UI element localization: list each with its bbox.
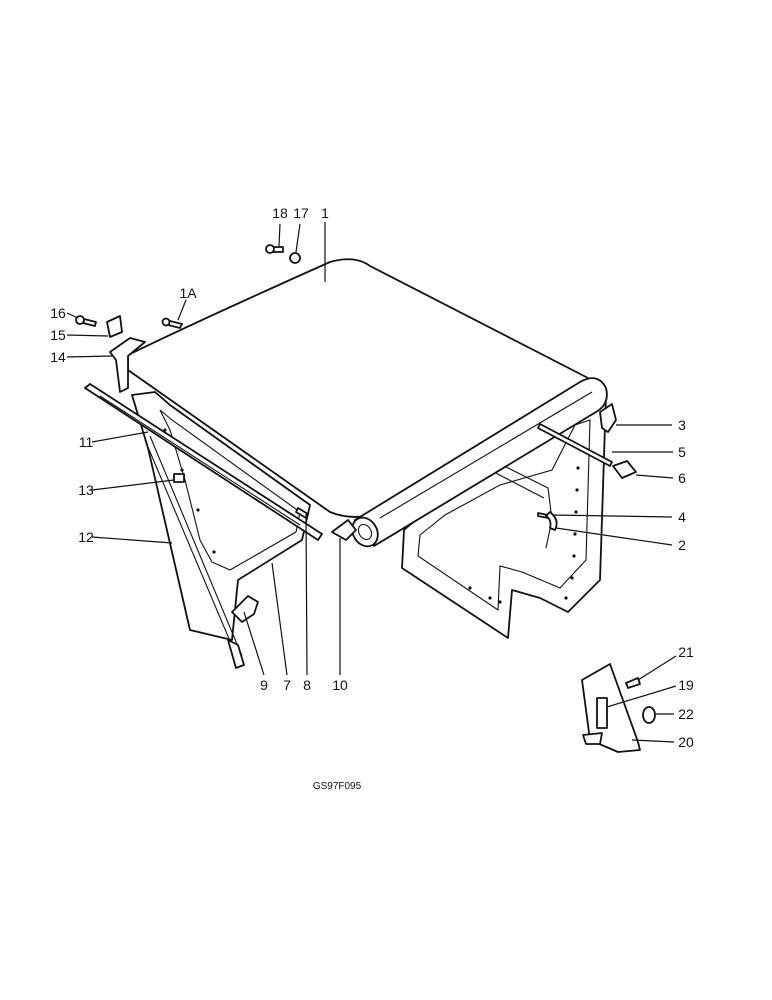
roller-tube: [351, 377, 608, 548]
callout-2: 2: [678, 537, 686, 553]
callout-22: 22: [678, 706, 694, 722]
callout-7: 7: [283, 677, 291, 693]
callout-3: 3: [678, 417, 686, 433]
callout-labels: 18 17 1 1A 16 15 14 3 5 6 11 13 4 2 12 9…: [50, 205, 694, 750]
callout-11: 11: [79, 434, 94, 450]
access-panel: [581, 663, 656, 753]
callout-9: 9: [260, 677, 268, 693]
callout-14: 14: [50, 349, 66, 365]
callout-1: 1: [321, 205, 329, 221]
callout-8: 8: [303, 677, 311, 693]
callout-16: 16: [50, 305, 66, 321]
callout-18: 18: [272, 205, 288, 221]
fixtures: [75, 244, 637, 669]
callout-12: 12: [78, 529, 94, 545]
callout-19: 19: [678, 677, 694, 693]
callout-10: 10: [332, 677, 348, 693]
left-rail: [84, 383, 323, 541]
callout-1A: 1A: [179, 285, 197, 301]
left-side-panel: [131, 391, 311, 661]
callout-15: 15: [50, 327, 66, 343]
callout-4: 4: [678, 509, 686, 525]
leader-lines: [66, 222, 677, 743]
callout-5: 5: [678, 444, 686, 460]
callout-17: 17: [293, 205, 309, 221]
callout-21: 21: [678, 644, 694, 660]
callout-20: 20: [678, 734, 694, 750]
callout-6: 6: [678, 470, 686, 486]
callout-13: 13: [78, 482, 94, 498]
drawing-code: GS97F095: [313, 781, 362, 792]
